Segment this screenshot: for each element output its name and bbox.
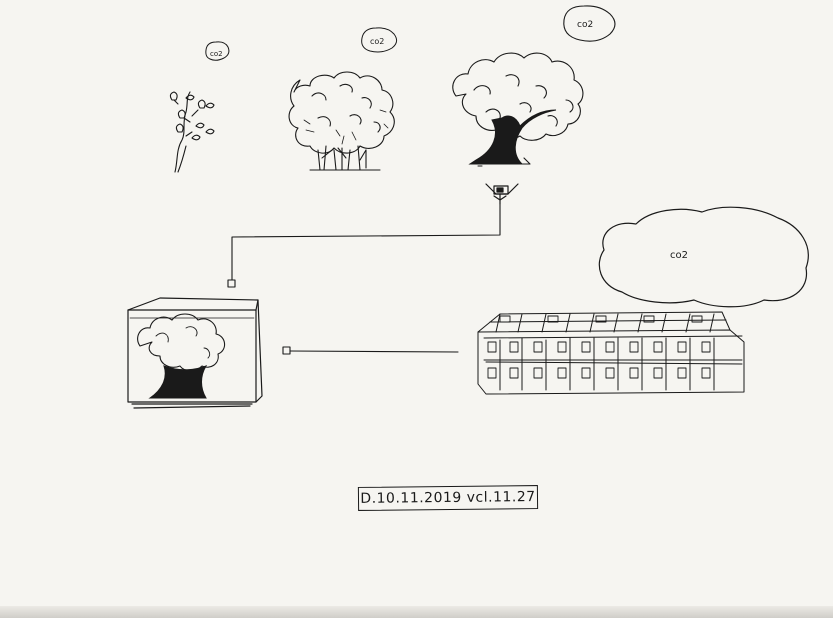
glass-box xyxy=(127,297,263,409)
seedling-sprouts xyxy=(169,91,215,173)
connection-line-tree-to-box xyxy=(227,203,501,288)
bush-drawing xyxy=(288,71,395,171)
co2-label-small: co2 xyxy=(210,50,223,58)
tree-trunk xyxy=(468,109,557,167)
bush-shading xyxy=(303,109,389,145)
co2-label-medium: co2 xyxy=(370,37,384,46)
sensor-device xyxy=(485,183,519,205)
server-rack-details xyxy=(487,315,711,379)
co2-label-cloud: co2 xyxy=(670,250,688,261)
co2-cloud xyxy=(598,206,809,308)
boxed-tree xyxy=(137,313,226,399)
co2-bubble-small xyxy=(205,41,230,61)
connection-line-servers-to-box xyxy=(282,346,459,355)
co2-bubble-medium xyxy=(361,27,398,53)
page-edge xyxy=(0,606,833,618)
date-stamp: D.10.11.2019 vcl.11.27 xyxy=(357,485,539,511)
server-racks xyxy=(477,311,745,395)
co2-label-large: co2 xyxy=(577,20,593,30)
co2-bubble-large xyxy=(563,5,616,42)
